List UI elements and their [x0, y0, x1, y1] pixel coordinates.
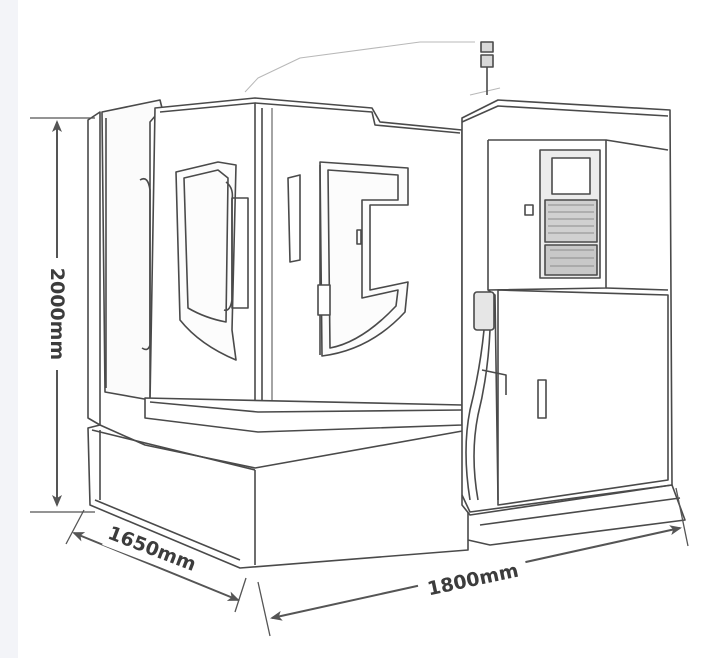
front-ledge [144, 397, 463, 433]
handwheel-pendant [465, 291, 507, 501]
signal-tower [480, 41, 494, 95]
page-left-margin [0, 0, 18, 658]
left-window [175, 161, 249, 361]
cnc-machine-sketch [87, 41, 686, 569]
right-window [287, 161, 409, 357]
cnc-control-panel [524, 149, 601, 279]
height-dimension-label: 2000mm [46, 268, 68, 360]
control-cabinet [461, 99, 686, 546]
